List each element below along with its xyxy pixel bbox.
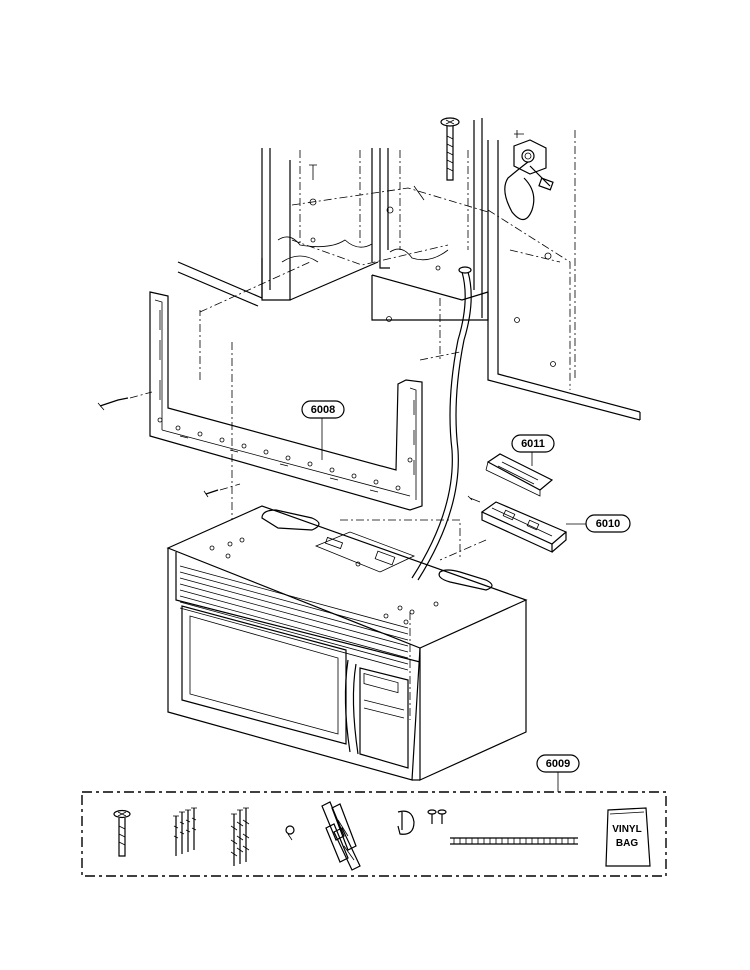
bag-label-line1: VINYL bbox=[612, 824, 641, 835]
cord-grommet bbox=[458, 266, 472, 274]
callout-label: 6009 bbox=[546, 758, 570, 770]
callout-damper-housing: 6010 bbox=[566, 514, 631, 533]
callout-label: 6008 bbox=[311, 404, 335, 416]
callout-wall-plate: 6008 bbox=[301, 400, 345, 460]
kit-vinyl-bag: VINYL BAG bbox=[605, 807, 651, 867]
kit-clamp-screws bbox=[427, 809, 447, 824]
damper-housing bbox=[467, 495, 568, 553]
upper-cabinets bbox=[177, 118, 641, 421]
bag-label-line2: BAG bbox=[616, 838, 638, 849]
plate-screw-bottom bbox=[203, 483, 241, 498]
kit-filler-strip bbox=[450, 837, 578, 845]
alignment-line bbox=[419, 351, 461, 361]
kit-cord-clamp bbox=[397, 810, 415, 835]
callout-label: 6011 bbox=[521, 438, 545, 450]
damper-cover bbox=[485, 453, 554, 497]
power-cord-run bbox=[411, 271, 466, 579]
plate-screw-left bbox=[97, 391, 153, 411]
callout-hardware-kit: 6009 bbox=[536, 754, 580, 792]
wall-outlet bbox=[513, 130, 547, 175]
hardware-kit-frame bbox=[81, 791, 667, 877]
alignment-line bbox=[439, 539, 487, 561]
top-bolt bbox=[440, 117, 460, 181]
kit-toggle-bolts-long bbox=[230, 807, 250, 866]
callout-label: 6010 bbox=[596, 518, 620, 530]
mounting-wall-plate bbox=[149, 291, 423, 511]
kit-toggle-bolts-short bbox=[173, 807, 197, 856]
callout-damper-cover: 6011 bbox=[511, 434, 555, 466]
kit-bolt bbox=[113, 809, 131, 857]
microwave-oven bbox=[166, 505, 528, 781]
kit-wing-toggles bbox=[321, 801, 361, 871]
alignment-line bbox=[340, 519, 461, 560]
power-cord bbox=[504, 161, 554, 221]
alignment-line bbox=[199, 261, 311, 313]
kit-small-screw bbox=[285, 825, 295, 841]
